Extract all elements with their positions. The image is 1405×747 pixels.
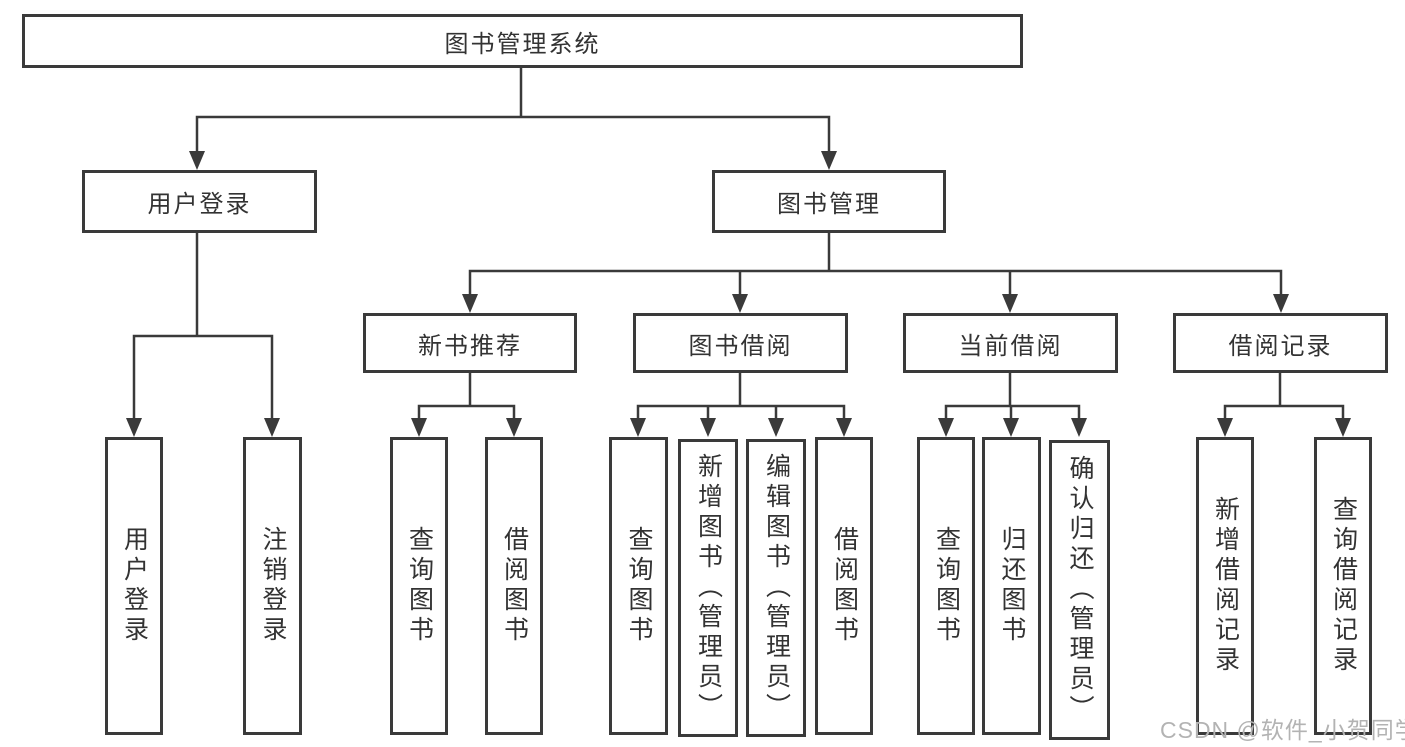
- leaf-query-book-recommend-label: 查询图书: [405, 526, 434, 646]
- node-book-management: 图书管理: [712, 170, 946, 233]
- node-book-borrowing: 图书借阅: [633, 313, 848, 373]
- leaf-borrow-book-borrowing-label: 借阅图书: [830, 526, 859, 646]
- leaf-user-login-label: 用户登录: [120, 526, 149, 646]
- leaf-borrow-book-recommend-label: 借阅图书: [500, 526, 529, 646]
- leaf-return-book: 归还图书: [982, 437, 1041, 735]
- node-current-borrowing: 当前借阅: [903, 313, 1118, 373]
- leaf-borrow-book-borrowing: 借阅图书: [815, 437, 873, 735]
- leaf-add-borrow-record-label: 新增借阅记录: [1211, 496, 1240, 676]
- leaf-add-book-admin: 新增图书（管理员）: [678, 439, 738, 737]
- node-new-book-recommend: 新书推荐: [363, 313, 577, 373]
- leaf-confirm-return-admin: 确认归还（管理员）: [1049, 440, 1110, 740]
- node-borrowing-records: 借阅记录: [1173, 313, 1388, 373]
- node-book-borrowing-label: 图书借阅: [688, 332, 793, 360]
- node-book-management-label: 图书管理: [777, 191, 881, 218]
- leaf-query-book-current-label: 查询图书: [932, 526, 961, 646]
- leaf-query-book-current: 查询图书: [917, 437, 975, 735]
- leaf-query-book-borrowing-label: 查询图书: [625, 526, 653, 646]
- leaf-return-book-label: 归还图书: [998, 526, 1026, 646]
- node-new-book-recommend-label: 新书推荐: [418, 332, 522, 360]
- leaf-logout-login-label: 注销登录: [259, 526, 287, 646]
- leaf-query-borrow-record-label: 查询借阅记录: [1329, 496, 1358, 676]
- node-root-label: 图书管理系统: [444, 30, 601, 58]
- node-current-borrowing-label: 当前借阅: [958, 332, 1063, 360]
- leaf-borrow-book-recommend: 借阅图书: [485, 437, 543, 735]
- node-user-login-label: 用户登录: [147, 191, 252, 218]
- leaf-edit-book-admin: 编辑图书（管理员）: [746, 439, 806, 737]
- leaf-confirm-return-admin-label: 确认归还（管理员）: [1066, 455, 1094, 725]
- node-root: 图书管理系统: [22, 14, 1023, 68]
- watermark: CSDN @软件_小贺同学: [1160, 717, 1405, 743]
- leaf-add-book-admin-label: 新增图书（管理员）: [694, 453, 723, 723]
- node-user-login: 用户登录: [82, 170, 317, 233]
- node-borrowing-records-label: 借阅记录: [1228, 332, 1333, 360]
- leaf-add-borrow-record: 新增借阅记录: [1196, 437, 1254, 735]
- leaf-user-login: 用户登录: [105, 437, 163, 735]
- leaf-query-book-borrowing: 查询图书: [609, 437, 668, 735]
- leaf-logout-login: 注销登录: [243, 437, 302, 735]
- leaf-query-book-recommend: 查询图书: [390, 437, 448, 735]
- leaf-query-borrow-record: 查询借阅记录: [1314, 437, 1372, 735]
- leaf-edit-book-admin-label: 编辑图书（管理员）: [762, 453, 791, 723]
